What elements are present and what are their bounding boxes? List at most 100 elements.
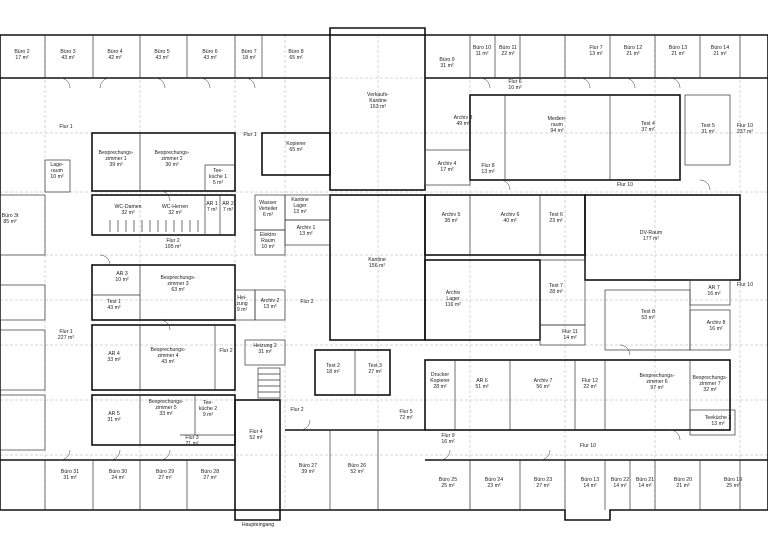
room-label-line: Büro 3 [60, 49, 75, 55]
room-label-line: Archiv 1 [297, 225, 316, 231]
room-label-line: Archiv 4 [438, 161, 457, 167]
room-label-line: Kantine [291, 197, 309, 203]
room-label-line: Archiv 7 [534, 378, 553, 384]
room-label-line: Test 4 [641, 121, 655, 127]
room-label-line: WC-Herren [162, 204, 188, 210]
room-label-line: Elektro [260, 232, 276, 238]
room-label-line: 17 m² [440, 167, 454, 173]
room-label-line: 27 m² [203, 475, 217, 481]
room-label-line: Medien- [548, 116, 567, 122]
room-label-line: Test 3 [368, 363, 382, 369]
room-label-line: Test 8 [641, 309, 655, 315]
room-label-line: Besprechungs- [151, 347, 186, 353]
room-label-line: Flur 6 [508, 79, 521, 85]
room-label-line: Flur 4 [249, 429, 262, 435]
room-label-line: AR 1 [206, 201, 218, 207]
room-label-line: Büro 14 [711, 45, 729, 51]
room-label-line: 13 m² [711, 421, 725, 427]
room-label-line: Büro 8 [288, 49, 303, 55]
room-label-line: AR 3 [116, 271, 128, 277]
room-label-line: 18 m² [242, 55, 256, 61]
room-label-line: AR 5 [108, 411, 120, 417]
room-label-line: Archiv 2 [261, 298, 280, 304]
room-label-line: Büro 5 [154, 49, 169, 55]
room-label-line: 31 m² [258, 349, 272, 355]
room-label-line: 21 m² [676, 483, 690, 489]
room-label-line: Archiv 6 [501, 212, 520, 218]
walls [0, 27, 768, 521]
room-label-line: Archiv 3 [454, 115, 473, 121]
room-label-line: 237 m² [737, 129, 753, 135]
room-label-line: 10 m² [50, 174, 64, 180]
room-label-line: Büro 2 [14, 49, 29, 55]
room-label-line: DV-Raum [640, 230, 663, 236]
room-label-line: Flur 11 [562, 329, 578, 335]
room-label-line: Besprechungs- [149, 399, 184, 405]
room-label-line: 13 m² [589, 51, 603, 57]
room-label-line: 7 m² [207, 207, 218, 213]
room-label-line: Kopierer [430, 378, 450, 384]
room-label-line: zimmer 1 [105, 156, 126, 162]
room-label-haupteingang: Haupteingang [242, 522, 274, 528]
room-label-line: 25 m² [441, 483, 455, 489]
room-label-line: Flur 10 [737, 123, 753, 129]
room-label-flur-1-top: Flur 1 [59, 124, 72, 130]
room-label-line: Besprechungs- [155, 150, 190, 156]
room-label-line: Büro 28 [201, 469, 219, 475]
room-label-line: Flur 1 [59, 124, 72, 130]
room-label-line: 23 m² [487, 483, 501, 489]
room-label-line: 31 m² [440, 63, 454, 69]
room-label-line: Flur 2 [290, 407, 303, 413]
room-label-line: Flur 1 [59, 329, 72, 335]
room-label-line: Flur 1 [243, 132, 256, 138]
room-label-line: Büro 21 [636, 477, 654, 483]
room-label-line: 33 m² [159, 411, 173, 417]
room-label-flur-2-side: Flur 2 [219, 348, 232, 354]
room-label-line: 32 m² [121, 210, 135, 216]
room-label-line: Tee- [213, 168, 223, 174]
room-label-line: 13 m² [293, 209, 307, 215]
room-label-line: küche 1 [209, 174, 227, 180]
room-label-line: Flur 10 [617, 182, 633, 188]
room-label-line: 63 m² [171, 287, 185, 293]
room-label-line: Teeküche 3 [705, 415, 732, 421]
room-label-line: 43 m² [161, 359, 175, 365]
room-label-line: 31 m² [701, 129, 715, 135]
room-label-line: 56 m² [536, 384, 550, 390]
room-label-line: Büro 24 [485, 477, 503, 483]
room-label-line: 177 m² [643, 236, 659, 242]
room-label-line: 65 m² [289, 55, 303, 61]
room-label-line: zimmer 6 [646, 379, 667, 385]
room-label-line: Lage- [50, 162, 64, 168]
room-label-line: 27 m² [536, 483, 550, 489]
room-label-line: 23 m² [549, 218, 563, 224]
room-label-flur-10-mid: Flur 10 [617, 182, 633, 188]
